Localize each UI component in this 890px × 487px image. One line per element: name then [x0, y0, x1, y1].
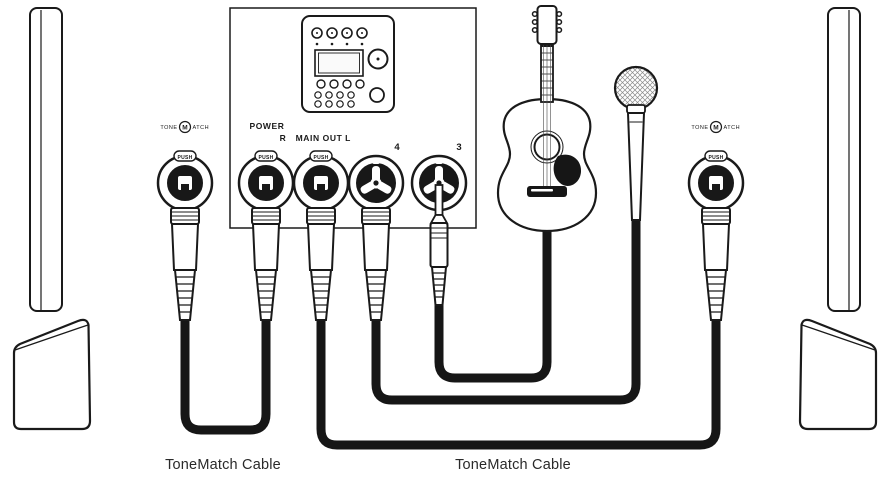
mixer-display-inner: [318, 52, 360, 74]
input-4-label: 4: [394, 142, 400, 153]
microphone: [613, 65, 659, 221]
right-cable-caption: ToneMatch Cable: [455, 457, 571, 473]
mixer-channel-leds: [315, 32, 364, 46]
main-out-label: MAIN OUT: [296, 133, 343, 143]
tonematch-cable-right-run: [316, 312, 721, 450]
microphone-handle: [626, 112, 646, 221]
tonematch-port-left-speaker: [156, 149, 214, 212]
tonematch-logo-right: [690, 120, 741, 134]
acoustic-guitar: [496, 5, 598, 233]
main-out-l-label: L: [345, 133, 351, 143]
input-3-label: 3: [456, 142, 461, 153]
tonematch-cable-left-run: [180, 312, 271, 435]
input-4-combo-port: [347, 154, 405, 212]
tonematch-logo-left: [159, 120, 210, 134]
microphone-grille: [613, 65, 659, 111]
tonematch-port-right-speaker: [687, 149, 745, 212]
guitar-saddle: [531, 189, 553, 192]
power-label: POWER: [249, 121, 284, 131]
mixer-encoders: [316, 79, 365, 89]
mixer-master-knob-dot: [376, 57, 380, 61]
tonematch-mixer: [301, 15, 395, 113]
microphone-cable-run: [371, 219, 641, 405]
mixer-buttons: [314, 91, 355, 108]
guitar-pickguard: [553, 154, 582, 186]
guitar-strings: [543, 45, 551, 186]
power-r-label: R: [280, 133, 287, 143]
xlr-plug-power-r: [251, 207, 281, 321]
guitar-tuners: [531, 10, 563, 34]
xlr-plug-right-tonematch: [701, 207, 731, 321]
xlr-plug-input-4: [361, 207, 391, 321]
xlr-plug-left-tonematch: [170, 207, 200, 321]
guitar-headstock: [536, 5, 558, 45]
guitar-cable-run: [434, 229, 552, 383]
right-speaker: [798, 6, 878, 431]
mixer-select-knob: [369, 87, 385, 103]
xlr-plug-main-out-l: [306, 207, 336, 321]
left-cable-caption: ToneMatch Cable: [165, 457, 281, 473]
left-speaker: [12, 6, 92, 431]
microphone-collar: [626, 104, 646, 114]
